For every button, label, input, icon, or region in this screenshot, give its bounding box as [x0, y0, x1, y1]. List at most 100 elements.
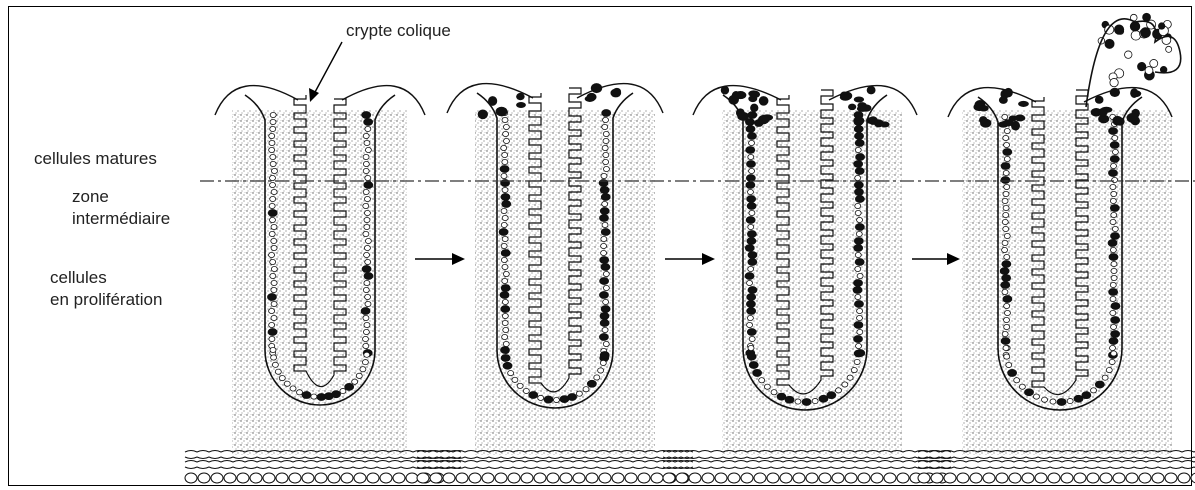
dysplastic-cell [853, 116, 864, 125]
dark-cell [747, 133, 756, 140]
light-cell [275, 369, 281, 374]
light-cell [1003, 212, 1009, 217]
dark-cell [599, 334, 608, 341]
dysplastic-cell [737, 112, 749, 121]
light-cell [1003, 170, 1009, 175]
light-cell [271, 266, 277, 271]
light-cell [271, 238, 277, 243]
light-cell [501, 257, 507, 262]
dark-cell [854, 350, 863, 357]
crypt-pointer-arrow [309, 42, 342, 102]
dark-cell [854, 238, 863, 245]
light-cell [270, 161, 276, 166]
light-cell [601, 243, 607, 248]
light-cell [1006, 362, 1012, 367]
light-cell [749, 336, 755, 341]
dark-cell [854, 280, 863, 287]
light-cell [594, 375, 600, 380]
light-cell [364, 245, 370, 250]
light-cell [1111, 275, 1117, 280]
light-cell [503, 138, 509, 143]
dysplastic-cell [880, 121, 889, 127]
dark-cell [748, 112, 757, 119]
dark-cell [746, 182, 755, 189]
light-cell [365, 175, 371, 180]
light-cell [501, 145, 507, 150]
dark-cell [601, 229, 610, 236]
light-cell [271, 189, 277, 194]
light-cell [270, 154, 276, 159]
light-cell [270, 347, 276, 352]
light-cell [601, 250, 607, 255]
dark-cell [854, 126, 863, 133]
light-cell [1110, 198, 1116, 203]
light-cell [603, 341, 609, 346]
dark-cell [747, 231, 756, 238]
light-cell [1004, 303, 1010, 308]
dysplastic-cell [759, 96, 769, 106]
dark-cell [568, 393, 577, 400]
light-cell [1110, 247, 1116, 252]
light-cell [812, 398, 818, 403]
light-cell [1002, 331, 1008, 336]
light-cell [1111, 324, 1117, 329]
light-cell [502, 320, 508, 325]
dark-cell [747, 196, 756, 203]
dark-cell [1002, 261, 1011, 268]
light-cell [272, 362, 278, 367]
light-cell [279, 375, 285, 380]
light-cell [771, 390, 777, 395]
light-cell [365, 294, 371, 299]
light-cell [363, 161, 369, 166]
light-cell [1102, 375, 1108, 380]
light-cell [269, 175, 275, 180]
label-cellules-matures: cellules matures [34, 149, 157, 168]
light-cell [598, 368, 604, 373]
light-cell [523, 388, 529, 393]
light-cell [855, 147, 861, 152]
light-cell [583, 387, 589, 392]
dark-cell [1111, 317, 1120, 324]
light-cell [1033, 394, 1039, 399]
light-cell [842, 382, 848, 387]
light-cell [364, 196, 370, 201]
light-cell [747, 315, 753, 320]
polyp-cell [1114, 25, 1123, 34]
light-cell [502, 215, 508, 220]
light-cell [1004, 233, 1010, 238]
light-cell [360, 367, 366, 372]
light-cell [270, 112, 276, 117]
light-cell [855, 266, 861, 271]
light-cell [1042, 397, 1048, 402]
light-cell [1111, 212, 1117, 217]
light-cell [1002, 289, 1008, 294]
light-cell [503, 124, 509, 129]
light-cell [1111, 261, 1117, 266]
light-cell [503, 341, 509, 346]
dysplastic-cell [1018, 101, 1029, 107]
dysplastic-cell [591, 83, 602, 93]
dark-cell [601, 264, 610, 271]
dysplastic-cell [732, 91, 741, 100]
dark-cell [1001, 338, 1010, 345]
dark-cell [855, 224, 864, 231]
light-cell [269, 217, 275, 222]
dysplastic-cell [1116, 117, 1125, 125]
dark-cell [747, 353, 756, 360]
dark-cell [599, 292, 608, 299]
light-cell [855, 175, 861, 180]
light-cell [854, 359, 860, 364]
dark-cell [1109, 128, 1118, 135]
dysplastic-cell [866, 117, 875, 124]
light-cell [847, 375, 853, 380]
light-cell [601, 173, 607, 178]
label-zone: zone [72, 187, 109, 206]
light-cell [512, 377, 518, 382]
light-cell [340, 388, 346, 393]
dark-cell [364, 273, 373, 280]
basal-layer [918, 451, 1195, 484]
polyp-cell [1141, 28, 1151, 38]
light-cell [502, 152, 508, 157]
dark-cell [747, 308, 756, 315]
light-cell [269, 203, 275, 208]
